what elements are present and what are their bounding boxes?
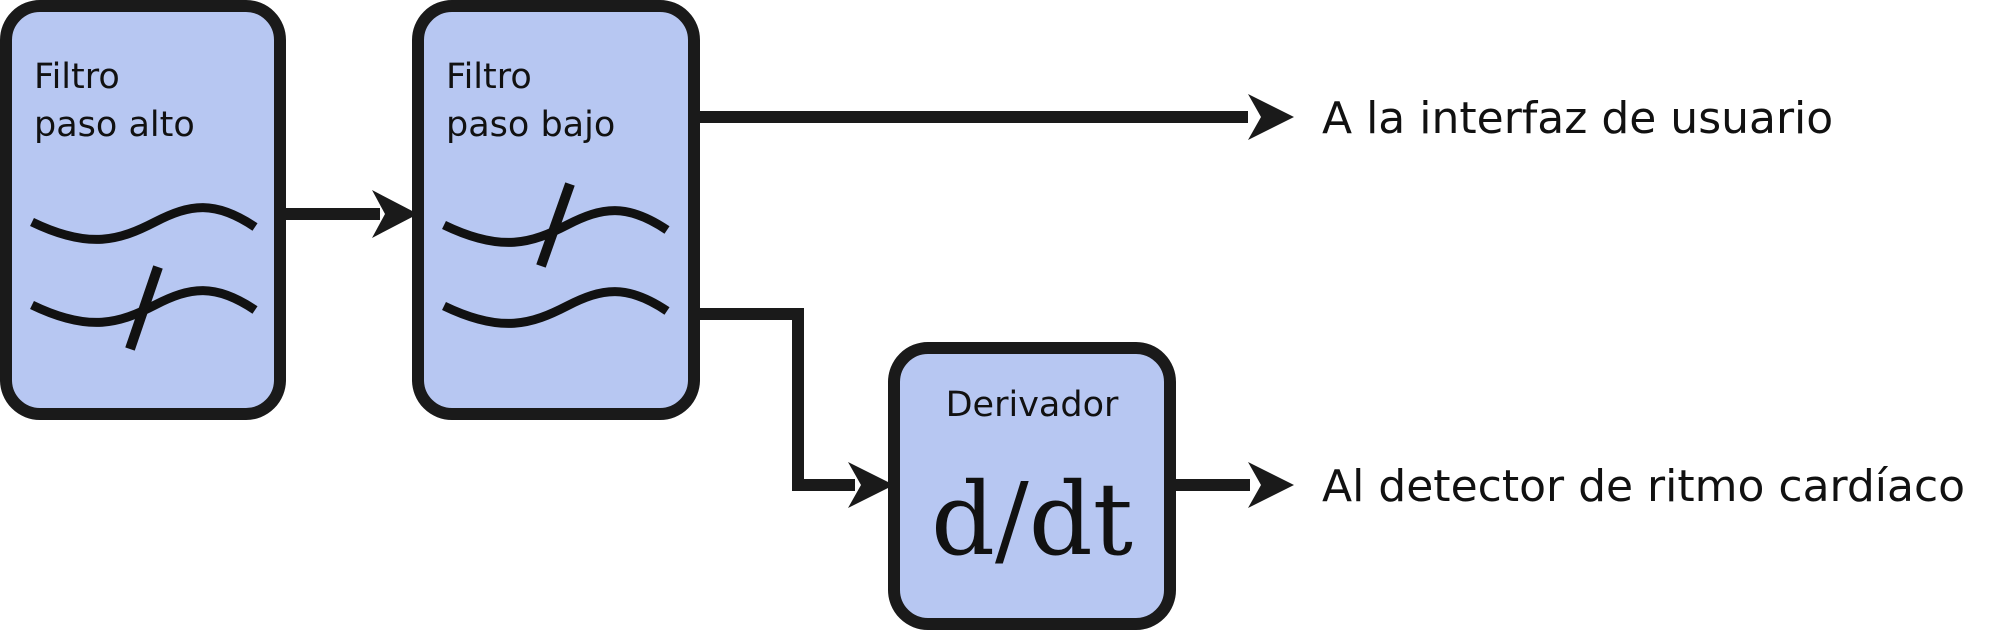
connector-lowpass-to-derivator — [694, 308, 855, 491]
lowpass-filter-block: Filtro paso bajo — [412, 0, 700, 420]
lowpass-label-line2: paso bajo — [446, 105, 615, 145]
arrowhead-heart-output — [1248, 462, 1294, 508]
arrowhead-ui-output — [1248, 94, 1294, 140]
derivator-box — [888, 342, 1176, 630]
highpass-filter-box — [0, 0, 286, 420]
output-label-ui: A la interfaz de usuario — [1322, 93, 1833, 144]
highpass-filter-icon — [30, 203, 258, 351]
arrowhead-derivator-input — [848, 462, 894, 508]
lowpass-filter-icon — [442, 182, 670, 328]
derivator-block: Derivador d/dt — [888, 342, 1176, 630]
highpass-label-line2: paso alto — [34, 105, 195, 145]
lowpass-label-line1: Filtro — [446, 57, 532, 97]
highpass-filter-block: Filtro paso alto — [0, 0, 286, 420]
arrowhead-lowpass-input — [372, 190, 418, 238]
derivative-formula: d/dt — [931, 461, 1133, 578]
derivator-title: Derivador — [946, 385, 1119, 425]
highpass-label-line1: Filtro — [34, 57, 120, 97]
output-label-heart-rate: Al detector de ritmo cardíaco — [1322, 461, 1965, 512]
